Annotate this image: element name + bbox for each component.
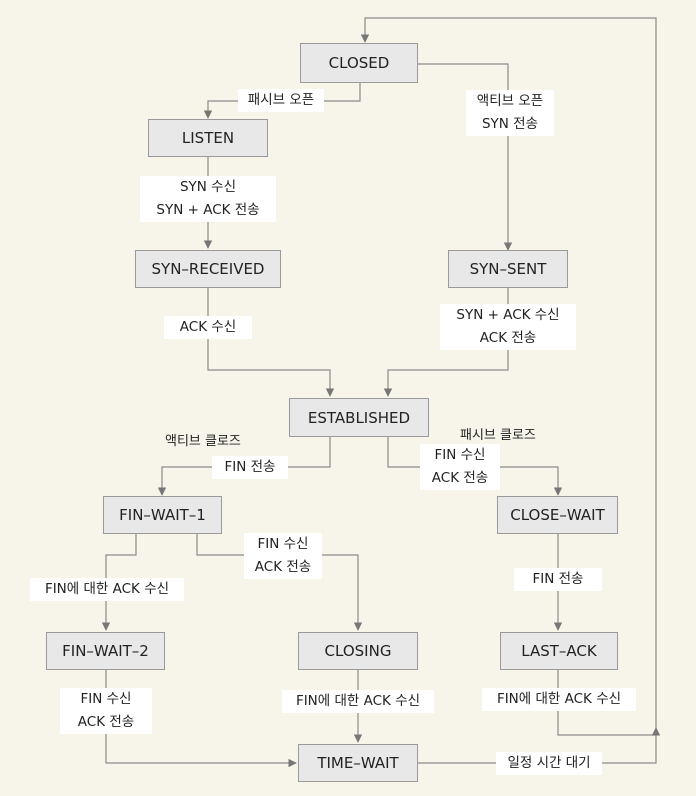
label-passive-open: 패시브 오픈 [238,89,324,112]
label-fw2-to-tw-line2: ACK 전송 [77,714,135,730]
label-active-close-send-text: FIN 전송 [224,459,276,475]
arrow-closed-to-synsent [418,63,513,251]
label-fw2-to-tw: FIN 수신 ACK 전송 [60,688,152,734]
arrow-lastack-to-closed [360,17,657,736]
label-passive-open-text: 패시브 오픈 [247,92,315,108]
label-synrcvd-to-est-text: ACK 수신 [179,319,237,335]
state-last-ack: LAST–ACK [500,632,618,670]
state-syn-sent: SYN–SENT [448,250,568,288]
label-closewait-to-lastack-text: FIN 전송 [532,571,584,587]
label-passive-close: 패시브 클로즈 [460,428,536,443]
label-active-open-line1: 액티브 오픈 [476,93,544,109]
label-listen-to-synrcvd: SYN 수신 SYN + ACK 전송 [140,176,276,222]
label-lastack-to-closed-text: FIN에 대한 ACK 수신 [496,691,622,707]
label-passive-close-recv: FIN 수신 ACK 전송 [420,444,500,490]
label-timeout: 일정 시간 대기 [496,752,602,775]
label-closing-to-tw: FIN에 대한 ACK 수신 [282,690,434,713]
arrow-synrcvd-to-est [207,288,335,397]
state-listen: LISTEN [148,119,268,157]
label-synsent-to-est: SYN + ACK 수신 ACK 전송 [440,304,576,350]
label-fw2-to-tw-line1: FIN 수신 [80,691,132,707]
state-syn-received: SYN–RECEIVED [135,250,281,288]
label-fw1-to-closing-line2: ACK 전송 [254,559,312,575]
label-active-close-send: FIN 전송 [212,456,288,479]
label-fw1-to-fw2: FIN에 대한 ACK 수신 [30,578,184,601]
label-synsent-to-est-line1: SYN + ACK 수신 [456,307,560,323]
state-close-wait: CLOSE–WAIT [497,496,618,534]
label-active-open-line2: SYN 전송 [481,116,539,132]
label-timeout-text: 일정 시간 대기 [507,755,591,771]
label-passive-close-line2: ACK 전송 [431,470,489,486]
state-fin-wait-2: FIN–WAIT–2 [46,632,165,670]
label-fw1-to-closing: FIN 수신 ACK 전송 [244,533,322,579]
label-passive-close-line1: FIN 수신 [434,447,486,463]
label-listen-to-synrcvd-line1: SYN 수신 [179,179,237,195]
label-closing-to-tw-text: FIN에 대한 ACK 수신 [295,693,421,709]
label-active-close: 액티브 클로즈 [165,434,241,449]
state-closing: CLOSING [298,632,418,670]
label-synrcvd-to-est: ACK 수신 [164,316,252,339]
state-fin-wait-1: FIN–WAIT–1 [103,496,222,534]
label-closewait-to-lastack: FIN 전송 [514,568,602,591]
state-time-wait: TIME–WAIT [298,744,418,782]
label-fw1-to-closing-line1: FIN 수신 [257,536,309,552]
state-established: ESTABLISHED [289,398,429,437]
label-active-open: 액티브 오픈 SYN 전송 [466,90,554,136]
label-listen-to-synrcvd-line2: SYN + ACK 전송 [156,202,260,218]
label-lastack-to-closed: FIN에 대한 ACK 수신 [482,688,636,711]
state-closed: CLOSED [300,43,418,83]
label-fw1-to-fw2-text: FIN에 대한 ACK 수신 [44,581,170,597]
label-synsent-to-est-line2: ACK 전송 [479,330,537,346]
